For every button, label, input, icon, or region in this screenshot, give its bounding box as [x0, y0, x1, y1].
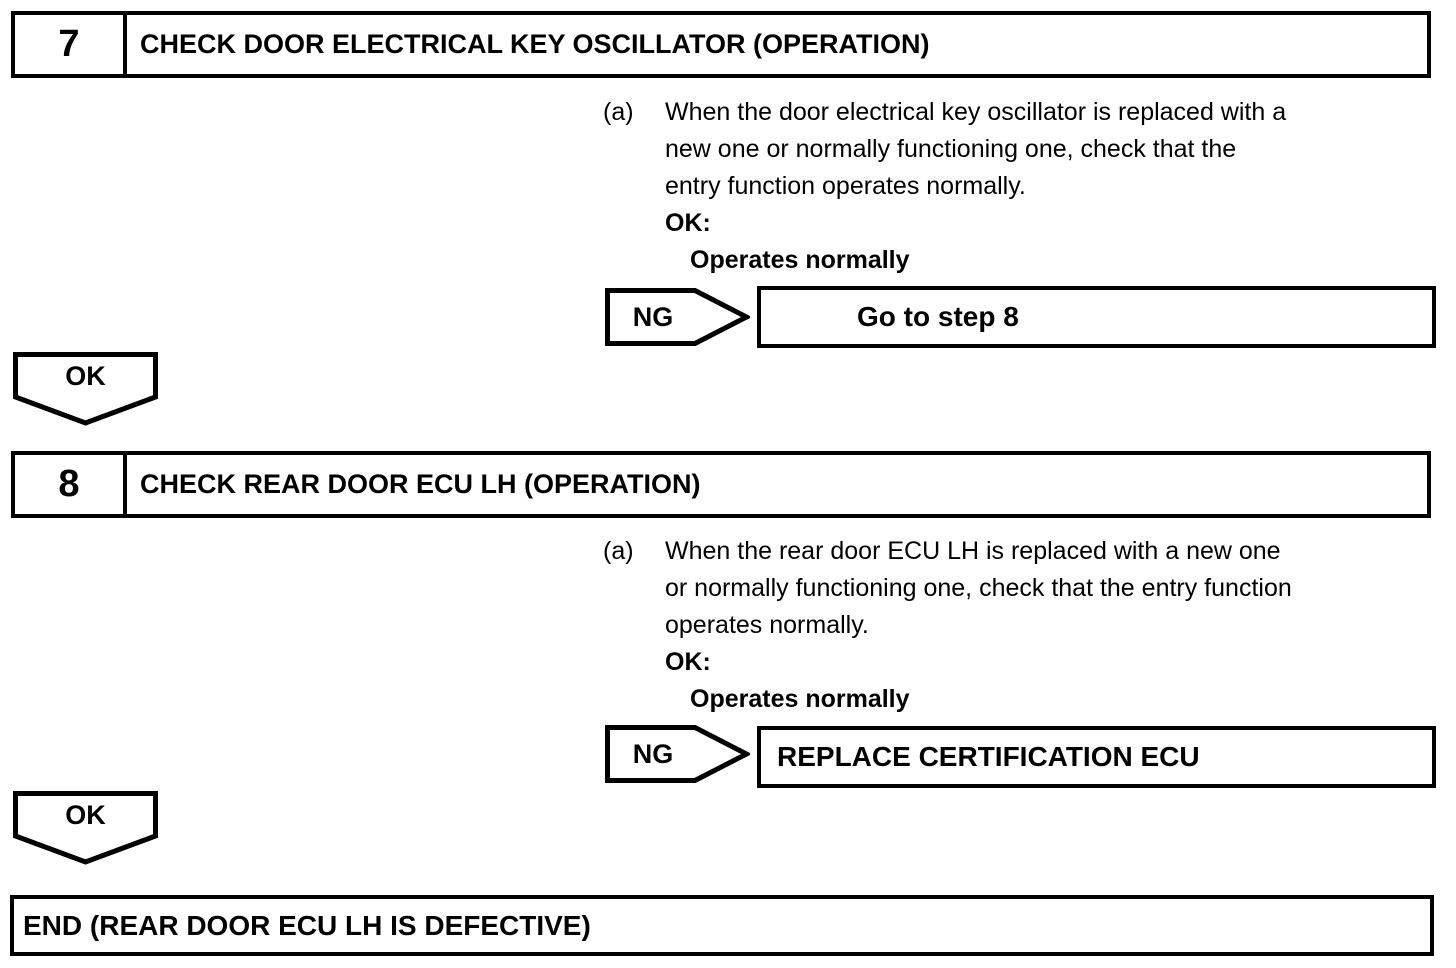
end-box-label: END (REAR DOOR ECU LH IS DEFECTIVE)	[23, 909, 591, 941]
step-8-number: 8	[15, 455, 127, 514]
ng-label: NG	[632, 301, 674, 332]
step-8-header: 8 CHECK REAR DOOR ECU LH (OPERATION)	[11, 451, 1431, 518]
instruction-line: or normally functioning one, check that …	[665, 574, 1292, 602]
ok-spec-value: Operates normally	[690, 246, 910, 274]
ng-label: NG	[632, 738, 674, 769]
step-7-instruction: (a) When the door electrical key oscilla…	[603, 94, 1443, 279]
ng-result-label: REPLACE CERTIFICATION ECU	[777, 741, 1200, 772]
ok-spec-value: Operates normally	[690, 685, 910, 713]
step-7-header: 7 CHECK DOOR ELECTRICAL KEY OSCILLATOR (…	[11, 11, 1431, 78]
ng-pentagon-icon	[605, 288, 750, 346]
end-box: END (REAR DOOR ECU LH IS DEFECTIVE)	[10, 895, 1434, 956]
instruction-body: When the door electrical key oscillator …	[665, 94, 1443, 279]
ok-pentagon-icon	[13, 791, 158, 865]
step-7-ng-arrow: NG	[605, 288, 750, 346]
ng-result-label: Go to step 8	[857, 301, 1019, 332]
ng-pentagon-icon	[605, 725, 750, 783]
step-7-ok-arrow: OK	[13, 352, 158, 426]
ok-spec-label: OK:	[665, 209, 711, 237]
step-8-ng-arrow: NG	[605, 725, 750, 783]
instruction-line: When the door electrical key oscillator …	[665, 98, 1287, 126]
instruction-line: When the rear door ECU LH is replaced wi…	[665, 537, 1281, 565]
instruction-line: new one or normally functioning one, che…	[665, 135, 1237, 163]
ok-pentagon-icon	[13, 352, 158, 426]
ok-label: OK	[65, 799, 106, 830]
step-7-ng-result-box: Go to step 8	[757, 286, 1436, 348]
step-8-ng-result-box: REPLACE CERTIFICATION ECU	[757, 726, 1436, 788]
instruction-line: operates normally.	[665, 611, 869, 639]
instruction-body: When the rear door ECU LH is replaced wi…	[665, 533, 1443, 718]
step-7-number: 7	[15, 15, 127, 74]
step-8-instruction: (a) When the rear door ECU LH is replace…	[603, 533, 1443, 718]
step-8-title: CHECK REAR DOOR ECU LH (OPERATION)	[140, 469, 701, 499]
ok-spec-label: OK:	[665, 648, 711, 676]
item-marker: (a)	[603, 98, 634, 126]
step-8-ok-arrow: OK	[13, 791, 158, 865]
step-7-title: CHECK DOOR ELECTRICAL KEY OSCILLATOR (OP…	[140, 29, 930, 59]
ok-label: OK	[65, 360, 106, 391]
instruction-line: entry function operates normally.	[665, 172, 1026, 200]
item-marker: (a)	[603, 537, 634, 565]
